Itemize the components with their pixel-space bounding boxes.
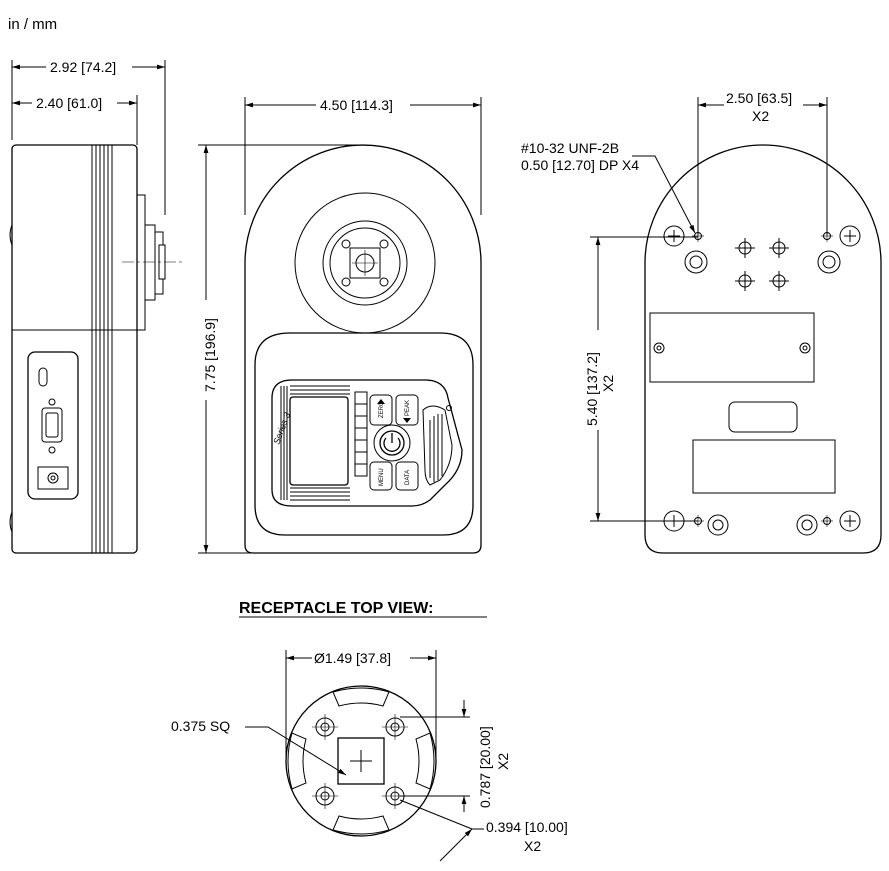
zero-button-label: ZERO <box>379 401 385 418</box>
rear-hole-spacing-dim: 2.50 [63.5] <box>726 90 792 106</box>
rear-mount-hole <box>839 225 861 247</box>
data-button[interactable] <box>395 461 419 491</box>
front-view: 4.50 [114.3] 7.75 [196.9] <box>198 97 482 554</box>
keypad-module <box>271 379 463 507</box>
thread-callout-line1: #10-32 UNF-2B <box>521 140 619 156</box>
display-screen <box>289 396 349 486</box>
rear-battery-cover <box>692 439 836 494</box>
zero-button[interactable] <box>369 394 393 426</box>
units-label: in / mm <box>8 16 57 33</box>
side-receptacle-stub <box>144 224 156 301</box>
front-face-panel <box>254 332 474 536</box>
front-width-dim: 4.50 [114.3] <box>320 97 393 113</box>
rear-view: 2.50 [63.5] X2 #10-32 UNF-2B 0.50 [12.70… <box>521 90 882 554</box>
rear-vertical-spacing-qty: X2 <box>600 375 616 392</box>
brand-label: Series 3 <box>271 411 292 445</box>
usb-port <box>38 367 48 387</box>
rear-label-plate <box>649 312 815 383</box>
front-height-dim: 7.75 [196.9] <box>202 318 218 392</box>
db-connector <box>41 407 63 443</box>
menu-button[interactable] <box>369 461 393 491</box>
power-button-ring <box>373 424 411 462</box>
rear-mount-hole <box>663 225 685 247</box>
rear-stud <box>796 514 818 536</box>
connector-panel <box>27 351 79 500</box>
rear-hole-spacing-qty: X2 <box>752 108 769 124</box>
side-view: 2.92 [74.2] 2.40 [61.0] <box>9 59 185 554</box>
rear-stud <box>684 250 708 274</box>
side-body-outline <box>11 144 138 554</box>
side-body-width-dim: 2.40 [61.0] <box>36 95 102 111</box>
receptacle-diameter-dim: Ø1.49 [37.8] <box>314 650 391 666</box>
peak-button[interactable] <box>395 394 419 426</box>
rear-stud <box>707 514 729 536</box>
peak-button-label: PEAK <box>405 400 411 416</box>
power-icon <box>383 437 401 452</box>
power-jack <box>37 466 69 490</box>
rear-mount-hole <box>839 510 861 532</box>
rear-mount-hole <box>663 510 685 532</box>
rear-vertical-spacing-dim: 5.40 [137.2] <box>584 352 600 426</box>
status-strip <box>354 391 368 477</box>
data-button-label: DATA <box>405 470 411 485</box>
receptacle-offset-qty: X2 <box>524 838 541 854</box>
rear-stud <box>817 250 841 274</box>
receptacle-square-dim: 0.375 SQ <box>171 718 230 734</box>
receptacle-square-drive <box>337 737 385 785</box>
front-body-outline <box>244 144 482 554</box>
menu-button-label: MENU <box>379 468 385 486</box>
receptacle-title: RECEPTACLE TOP VIEW: <box>239 600 433 617</box>
thread-callout-line2: 0.50 [12.70] DP X4 <box>521 157 639 173</box>
side-overall-width-dim: 2.92 [74.2] <box>50 59 116 75</box>
rear-body-outline <box>644 144 882 554</box>
receptacle-offset-dim: 0.394 [10.00] <box>486 819 568 835</box>
receptacle-vertical-qty: X2 <box>495 753 511 770</box>
receptacle-outer-disk <box>285 685 437 837</box>
receptacle-vertical-dim: 0.787 [20.00] <box>477 726 493 808</box>
receptacle-top-view: RECEPTACLE TOP VIEW: Ø1.49 [37.8] <box>171 600 568 862</box>
rear-slot <box>728 401 798 433</box>
power-button[interactable] <box>379 430 405 456</box>
